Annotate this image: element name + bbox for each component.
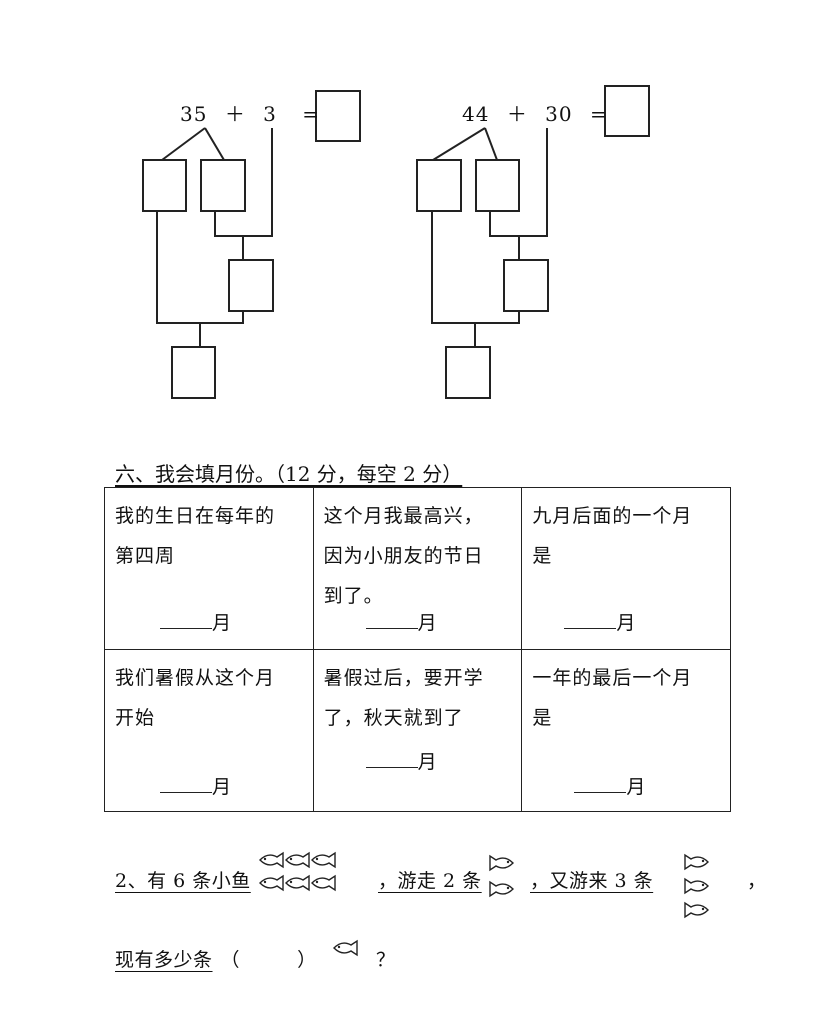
two-fish-icon	[489, 855, 514, 897]
months-table: 我的生日在每年的 第四周 月 这个月我最高兴， 因为小朋友的节日 到了。 月 九…	[104, 487, 731, 812]
question2-part1: 2、有 6 条小鱼	[115, 870, 251, 892]
tree-diagrams-drawing	[142, 85, 650, 399]
month-cell-4: 我们暑假从这个月 开始 月	[104, 649, 314, 812]
result-box-left[interactable]	[171, 346, 216, 399]
three-fish-icon	[684, 854, 709, 918]
split-box-right-1[interactable]	[416, 159, 462, 212]
month-answer-4[interactable]: 月	[160, 767, 232, 807]
month-cell-1: 我的生日在每年的 第四周 月	[104, 487, 314, 650]
answer-box-right[interactable]	[604, 85, 650, 137]
plus-sign: ＋	[224, 102, 246, 126]
fish-icon	[333, 940, 358, 956]
equation-right: 44 ＋ 30 =	[462, 98, 608, 127]
table-row: 我的生日在每年的 第四周 月 这个月我最高兴， 因为小朋友的节日 到了。 月 九…	[104, 487, 731, 650]
middle-box-right[interactable]	[503, 259, 549, 312]
split-box-right-2[interactable]	[475, 159, 520, 212]
month-answer-3[interactable]: 月	[564, 603, 636, 643]
addend-1: 35	[180, 102, 208, 126]
addend-2: 30	[545, 102, 573, 126]
equals-sign: =	[589, 102, 608, 126]
question2-line2: 现有多少条（ ）	[115, 949, 317, 971]
question2-comma: ，	[747, 870, 767, 892]
question2-question-mark: ？	[376, 949, 396, 971]
result-box-right[interactable]	[445, 346, 491, 399]
question2-part2: ，游走 2 条	[378, 870, 482, 892]
equation-left: 35 ＋ 3 =	[180, 98, 320, 127]
month-cell-5: 暑假过后，要开学 了，秋天就到了 月	[312, 649, 523, 812]
equals-sign: =	[302, 102, 321, 126]
month-cell-2: 这个月我最高兴， 因为小朋友的节日 到了。 月	[312, 487, 523, 650]
section6-title: 六、我会填月份。（12 分，每空 2 分）	[115, 462, 463, 486]
addend-1: 44	[462, 102, 490, 126]
month-cell-6: 一年的最后一个月 是 月	[521, 649, 731, 812]
split-box-left-1[interactable]	[142, 159, 187, 212]
split-box-left-2[interactable]	[200, 159, 246, 212]
month-answer-1[interactable]: 月	[160, 603, 232, 643]
six-fish-icon	[259, 852, 336, 891]
addend-2: 3	[263, 102, 277, 126]
month-cell-3: 九月后面的一个月 是 月	[521, 487, 731, 650]
middle-box-left[interactable]	[228, 259, 274, 312]
month-answer-5[interactable]: 月	[365, 742, 438, 782]
month-answer-6[interactable]: 月	[574, 767, 646, 807]
month-answer-2[interactable]: 月	[365, 603, 438, 643]
question2-part3: ，又游来 3 条	[530, 870, 654, 892]
table-row: 我们暑假从这个月 开始 月 暑假过后，要开学 了，秋天就到了 月 一年的最后一个…	[104, 649, 731, 812]
plus-sign: ＋	[506, 102, 528, 126]
answer-box-left[interactable]	[315, 90, 361, 142]
